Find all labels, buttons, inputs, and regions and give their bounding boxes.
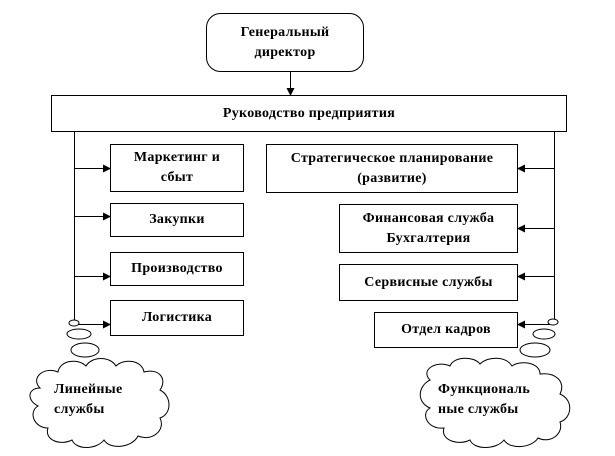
- cloud-left-label: Линейные службы: [54, 382, 123, 417]
- right-cloud: [419, 357, 571, 448]
- cloud-right-label: Функциональ ные службы: [438, 382, 531, 417]
- service-label: Сервисные службы: [364, 274, 493, 290]
- right-bubble-medium: [532, 328, 556, 340]
- hr-label: Отдел кадров: [401, 322, 491, 337]
- marketing-label: Маркетинг и сбыт: [133, 150, 221, 185]
- strategic-box: [266, 144, 518, 193]
- logistics-box: [110, 300, 244, 336]
- right-bubble-small: [547, 318, 559, 326]
- director-box: [206, 13, 364, 72]
- finance-label: Финансовая служба Бухгалтерия: [362, 210, 495, 246]
- production-label: Производство: [131, 261, 223, 276]
- strategic-label: Стратегическое планирование (развитие): [290, 150, 494, 186]
- right-bubble-large: [519, 342, 551, 358]
- management-box: [51, 95, 567, 132]
- hr-box: [374, 312, 518, 348]
- purchasing-box: [110, 203, 244, 237]
- finance-box: [339, 204, 518, 253]
- left-bubble-small: [68, 319, 80, 327]
- service-box: [339, 264, 518, 301]
- director-label: Генеральный директор: [240, 24, 330, 60]
- left-bubble-medium: [66, 328, 92, 340]
- logistics-label: Логистика: [141, 310, 213, 325]
- purchasing-label: Закупки: [149, 212, 205, 227]
- management-label: Руководство предприятия: [222, 105, 396, 121]
- production-box: [110, 252, 244, 286]
- left-bubble-large: [70, 342, 100, 358]
- left-cloud: [29, 358, 170, 448]
